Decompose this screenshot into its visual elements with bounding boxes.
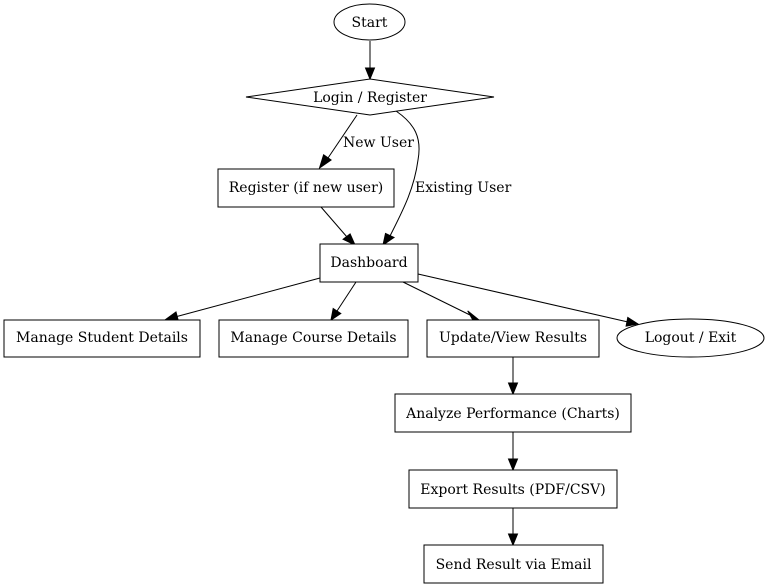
edge-results-to-analyze bbox=[507, 357, 519, 396]
node-update-view-results: Update/View Results bbox=[426, 319, 600, 358]
edge-register-to-dashboard bbox=[320, 206, 357, 247]
edge-analyze-to-export bbox=[507, 432, 519, 472]
node-register-label: Register (if new user) bbox=[229, 180, 383, 196]
edge-dashboard-to-logout bbox=[417, 273, 640, 327]
edge-dashboard-to-results bbox=[402, 281, 481, 321]
edge-label-existing-user: Existing User bbox=[415, 180, 512, 196]
node-export-results-label: Export Results (PDF/CSV) bbox=[420, 482, 605, 498]
node-login-register-label: Login / Register bbox=[313, 90, 427, 106]
node-logout-exit: Logout / Exit bbox=[616, 318, 765, 358]
node-dashboard: Dashboard bbox=[319, 243, 419, 283]
node-send-result-email: Send Result via Email bbox=[423, 544, 604, 584]
node-start: Start bbox=[333, 3, 406, 41]
node-manage-course-details-label: Manage Course Details bbox=[230, 330, 396, 346]
edge-dashboard-to-manage-courses bbox=[330, 281, 357, 322]
node-logout-exit-label: Logout / Exit bbox=[645, 330, 737, 346]
node-start-label: Start bbox=[352, 15, 388, 31]
node-analyze-performance-label: Analyze Performance (Charts) bbox=[405, 406, 620, 422]
node-send-result-email-label: Send Result via Email bbox=[436, 557, 592, 573]
edge-login-to-dashboard bbox=[382, 110, 420, 247]
edge-label-new-user: New User bbox=[343, 135, 414, 151]
node-export-results: Export Results (PDF/CSV) bbox=[408, 469, 618, 509]
edge-login-to-register bbox=[318, 114, 358, 170]
node-dashboard-label: Dashboard bbox=[330, 255, 407, 271]
edge-dashboard-to-manage-students bbox=[163, 277, 321, 322]
node-analyze-performance: Analyze Performance (Charts) bbox=[394, 393, 632, 433]
node-register: Register (if new user) bbox=[217, 168, 395, 208]
node-login-register: Login / Register bbox=[245, 78, 495, 116]
node-manage-student-details-label: Manage Student Details bbox=[16, 330, 188, 346]
node-manage-course-details: Manage Course Details bbox=[218, 319, 409, 358]
node-manage-student-details: Manage Student Details bbox=[3, 319, 201, 358]
edge-start-to-login bbox=[364, 41, 376, 81]
edge-export-to-email bbox=[507, 508, 519, 547]
node-update-view-results-label: Update/View Results bbox=[439, 330, 587, 346]
